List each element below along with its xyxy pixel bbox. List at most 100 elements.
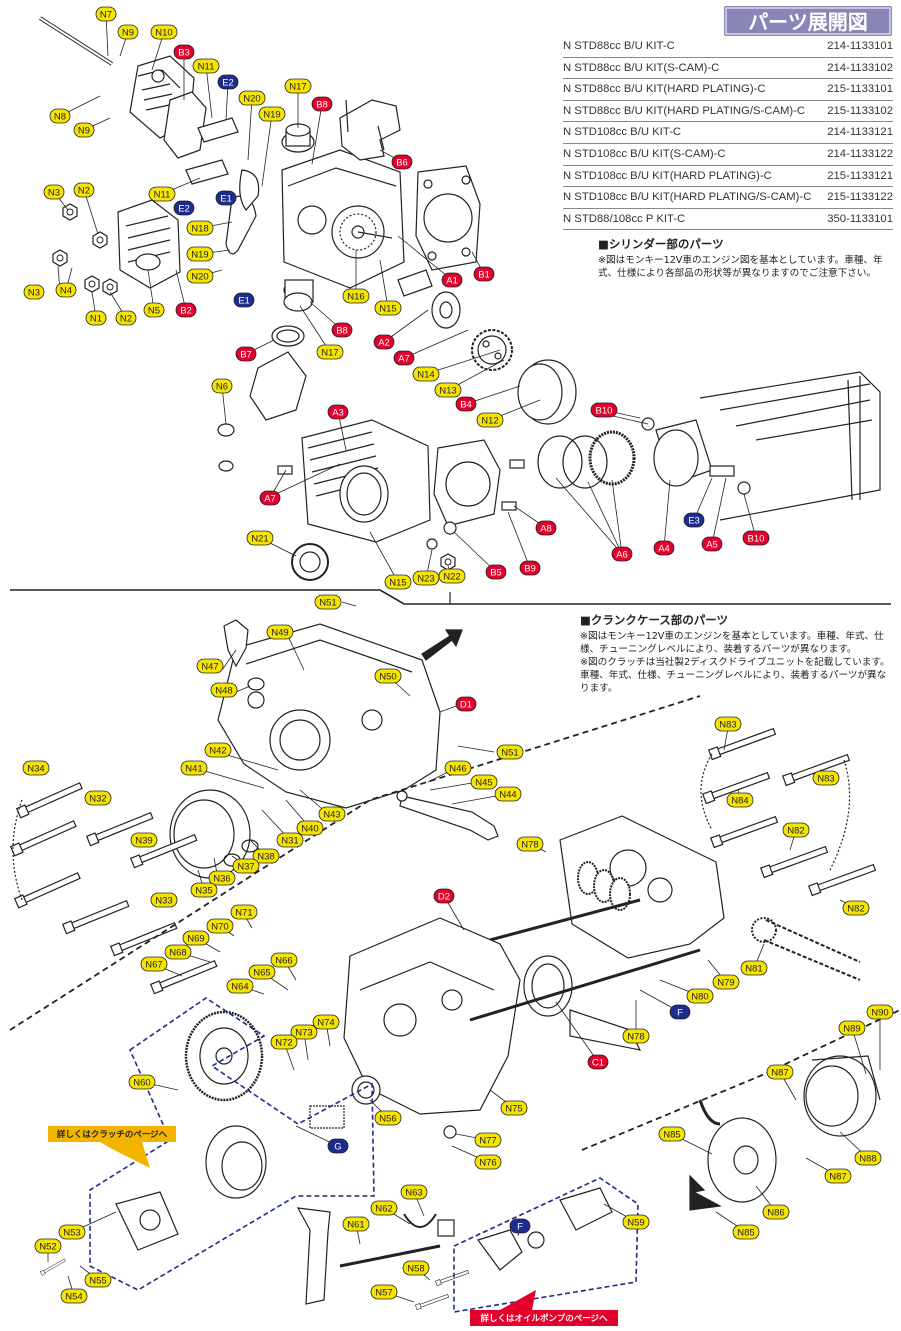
part-label-n11: N11 <box>148 186 176 202</box>
part-label-text: B10 <box>596 406 613 417</box>
part-label-text: N5 <box>148 306 160 317</box>
part-label-n34: N34 <box>22 760 50 776</box>
clutch-assembly <box>205 1105 345 1199</box>
part-label-n63: N63 <box>400 1184 428 1200</box>
part-label-n6: N6 <box>211 378 233 394</box>
part-label-a7: A7 <box>393 350 415 366</box>
part-label-n79: N79 <box>712 974 740 990</box>
part-label-e3: E3 <box>683 512 705 528</box>
part-label-b10: B10 <box>590 402 618 418</box>
part-label-text: N78 <box>627 1032 644 1043</box>
part-label-n12: N12 <box>476 412 504 428</box>
part-label-text: N44 <box>499 790 516 801</box>
part-label-n38: N38 <box>252 848 280 864</box>
part-label-text: N11 <box>198 62 215 73</box>
part-label-text: N60 <box>133 1078 150 1089</box>
part-label-text: N33 <box>155 896 172 907</box>
part-label-n45: N45 <box>470 774 498 790</box>
part-label-text: N15 <box>379 304 396 315</box>
stator <box>698 1099 777 1203</box>
part-label-n17: N17 <box>284 78 312 94</box>
piston-ring-3 <box>588 430 636 486</box>
kit-number: 214-1133101 <box>827 40 893 52</box>
part-label-n66: N66 <box>270 952 298 968</box>
part-label-n83: N83 <box>714 716 742 732</box>
transmission <box>489 861 641 942</box>
part-label-text: A8 <box>540 524 552 535</box>
main-crankcase-d2 <box>343 917 521 1115</box>
kit-name: N STD88/108cc P KIT-C <box>563 212 686 225</box>
part-label-text: N19 <box>263 110 280 121</box>
part-label-n85: N85 <box>658 1126 686 1142</box>
part-label-text: A6 <box>616 550 628 561</box>
part-label-text: N7 <box>100 10 112 21</box>
title-banner: パーツ展開図 <box>724 6 892 36</box>
part-label-text: N32 <box>89 794 106 805</box>
part-label-text: N90 <box>871 1008 888 1019</box>
part-label-n43: N43 <box>318 806 346 822</box>
part-label-text: N82 <box>847 904 864 915</box>
part-label-text: C1 <box>592 1058 604 1069</box>
part-label-text: N45 <box>475 778 492 789</box>
oilpump-page-tab[interactable]: 詳しくはオイルポンプのページへ <box>470 1290 618 1326</box>
insulator <box>249 351 307 421</box>
part-label-n85: N85 <box>732 1224 760 1240</box>
part-label-n74: N74 <box>312 1014 340 1030</box>
part-label-text: N87 <box>771 1068 788 1079</box>
part-label-e1: E1 <box>233 292 255 308</box>
part-label-c1: C1 <box>587 1054 609 1070</box>
part-label-n21: N21 <box>246 530 274 546</box>
crankcase-note-text-2: ※図のクラッチは当社製2ディスクドライブユニットを記載しています。車種、年式、仕… <box>580 657 890 694</box>
part-label-text: N85 <box>737 1228 754 1239</box>
part-label-n35: N35 <box>190 882 218 898</box>
part-label-text: N2 <box>78 186 90 197</box>
part-label-b10: B10 <box>742 530 770 546</box>
part-label-text: N83 <box>719 720 736 731</box>
piston-ring-2 <box>562 435 608 489</box>
part-label-text: N81 <box>745 964 762 975</box>
part-label-n72: N72 <box>270 1034 298 1050</box>
part-label-text: N23 <box>417 574 434 585</box>
part-label-text: N84 <box>731 796 748 807</box>
part-label-n61: N61 <box>342 1216 370 1232</box>
part-label-text: N51 <box>319 598 336 609</box>
rocker-shaft <box>197 117 239 143</box>
part-label-n20: N20 <box>186 268 214 284</box>
part-label-text: N65 <box>253 968 270 979</box>
part-label-n33: N33 <box>150 892 178 908</box>
part-label-n5: N5 <box>143 302 165 318</box>
part-label-text: N83 <box>817 774 834 785</box>
clutch-page-tab[interactable]: 詳しくはクラッチのページへ <box>48 1126 176 1168</box>
clutch-tab-label: 詳しくはクラッチのページへ <box>57 1129 168 1140</box>
part-label-f: F <box>669 1004 691 1020</box>
part-label-n4: N4 <box>55 282 77 298</box>
part-label-n19: N19 <box>186 246 214 262</box>
part-label-text: N58 <box>407 1264 424 1275</box>
part-label-text: N62 <box>375 1204 392 1215</box>
part-label-text: N63 <box>405 1188 422 1199</box>
part-label-text: N77 <box>479 1136 496 1147</box>
oil-pump-group-box <box>453 1177 639 1313</box>
part-label-n69: N69 <box>182 930 210 946</box>
part-label-n87: N87 <box>766 1064 794 1080</box>
kit-name: N STD108cc B/U KIT-C <box>563 126 682 139</box>
part-label-n11: N11 <box>192 58 220 74</box>
part-label-text: N17 <box>289 82 306 93</box>
part-label-text: N22 <box>443 572 460 583</box>
part-label-text: N66 <box>275 956 292 967</box>
cylinder-head-large <box>281 149 405 289</box>
part-label-n41: N41 <box>180 760 208 776</box>
part-label-text: N20 <box>191 272 208 283</box>
part-label-text: N49 <box>271 628 288 639</box>
part-label-n71: N71 <box>230 904 258 920</box>
part-label-text: N61 <box>347 1220 364 1231</box>
part-label-n15: N15 <box>384 574 412 590</box>
part-label-text: N57 <box>375 1288 392 1299</box>
part-label-text: E2 <box>178 204 190 215</box>
part-label-n15: N15 <box>374 300 402 316</box>
part-label-text: N40 <box>301 824 318 835</box>
part-label-text: A1 <box>446 276 458 287</box>
part-label-n77: N77 <box>474 1132 502 1148</box>
kit-number: 214-1133102 <box>827 61 893 74</box>
